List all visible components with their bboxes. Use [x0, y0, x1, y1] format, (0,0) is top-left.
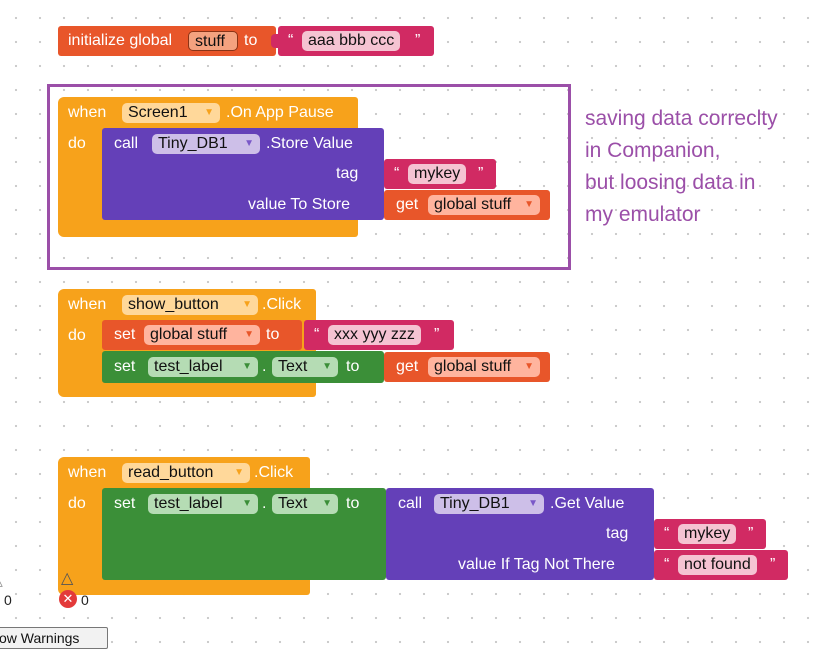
chevron-down-icon: ▼: [204, 107, 214, 118]
chevron-down-icon: ▼: [524, 361, 534, 372]
initialize-global-label: initialize global: [68, 32, 173, 49]
chevron-down-icon: ▼: [242, 361, 252, 372]
label-dropdown[interactable]: test_label▼: [148, 494, 258, 514]
chevron-down-icon: ▼: [244, 138, 254, 149]
get-value-call-block[interactable]: call Tiny_DB1▼ .Get Value tag value If T…: [386, 488, 654, 580]
highlight-box: [47, 84, 571, 270]
string-value[interactable]: xxx yyy zzz: [328, 325, 421, 345]
error-icon: ✕: [59, 590, 77, 608]
show-warnings-button[interactable]: ow Warnings: [0, 627, 108, 649]
chevron-down-icon: ▼: [244, 329, 254, 340]
label-dropdown[interactable]: test_label▼: [148, 357, 258, 377]
errors-count: 0: [81, 592, 89, 608]
chevron-down-icon: ▼: [322, 361, 332, 372]
tinydb-dropdown[interactable]: Tiny_DB1▼: [434, 494, 544, 514]
string-block-mykey[interactable]: “ mykey ”: [384, 159, 496, 189]
set-var-dropdown[interactable]: global stuff▼: [144, 325, 260, 345]
get-var-dropdown[interactable]: global stuff▼: [428, 195, 540, 215]
string-value[interactable]: mykey: [678, 524, 737, 544]
property-dropdown[interactable]: Text▼: [272, 494, 338, 514]
chevron-down-icon: ▼: [234, 467, 244, 478]
set-global-block[interactable]: set global stuff▼ to: [102, 320, 302, 350]
string-block-aaa[interactable]: “ aaa bbb ccc ”: [278, 26, 434, 56]
chevron-down-icon: ▼: [528, 498, 538, 509]
store-value-call-block[interactable]: call Tiny_DB1▼ .Store Value tag value To…: [102, 128, 384, 220]
annotation-text: saving data correclty in Companion, but …: [585, 107, 778, 226]
component-dropdown-read-button[interactable]: read_button▼: [122, 463, 250, 483]
get-global-block[interactable]: get global stuff▼: [384, 352, 550, 382]
tinydb-dropdown[interactable]: Tiny_DB1▼: [152, 134, 260, 154]
component-dropdown-screen1[interactable]: Screen1▼: [122, 103, 220, 123]
property-dropdown[interactable]: Text▼: [272, 357, 338, 377]
chevron-down-icon: ▼: [524, 199, 534, 210]
chevron-up-icon[interactable]: △: [0, 572, 3, 589]
chevron-down-icon: ▼: [242, 498, 252, 509]
initialize-global-block[interactable]: initialize global stuff to: [58, 26, 276, 56]
set-label-text-block[interactable]: set test_label▼ . Text▼ to: [102, 488, 386, 580]
chevron-up-icon[interactable]: △: [61, 570, 74, 587]
socket-notch: [271, 34, 279, 48]
error-nav-arrows[interactable]: △: [60, 568, 90, 598]
warnings-count: 0: [4, 592, 12, 608]
string-value[interactable]: mykey: [408, 164, 467, 184]
string-block-xxx[interactable]: “ xxx yyy zzz ”: [304, 320, 454, 350]
set-label-text-block[interactable]: set test_label▼ . Text▼ to: [102, 351, 384, 383]
global-var-name[interactable]: stuff: [188, 31, 238, 51]
chevron-down-icon: ▼: [322, 498, 332, 509]
component-dropdown-show-button[interactable]: show_button▼: [122, 295, 258, 315]
init-to-label: to: [244, 32, 258, 49]
string-block-not-found[interactable]: “ not found ”: [654, 550, 788, 580]
string-value[interactable]: aaa bbb ccc: [302, 31, 401, 51]
warning-nav-arrows[interactable]: △: [0, 572, 4, 612]
get-var-dropdown[interactable]: global stuff▼: [428, 357, 540, 377]
get-global-block[interactable]: get global stuff▼: [384, 190, 550, 220]
chevron-down-icon: ▼: [242, 299, 252, 310]
string-block-mykey[interactable]: “ mykey ”: [654, 519, 766, 549]
string-value[interactable]: not found: [678, 555, 757, 575]
